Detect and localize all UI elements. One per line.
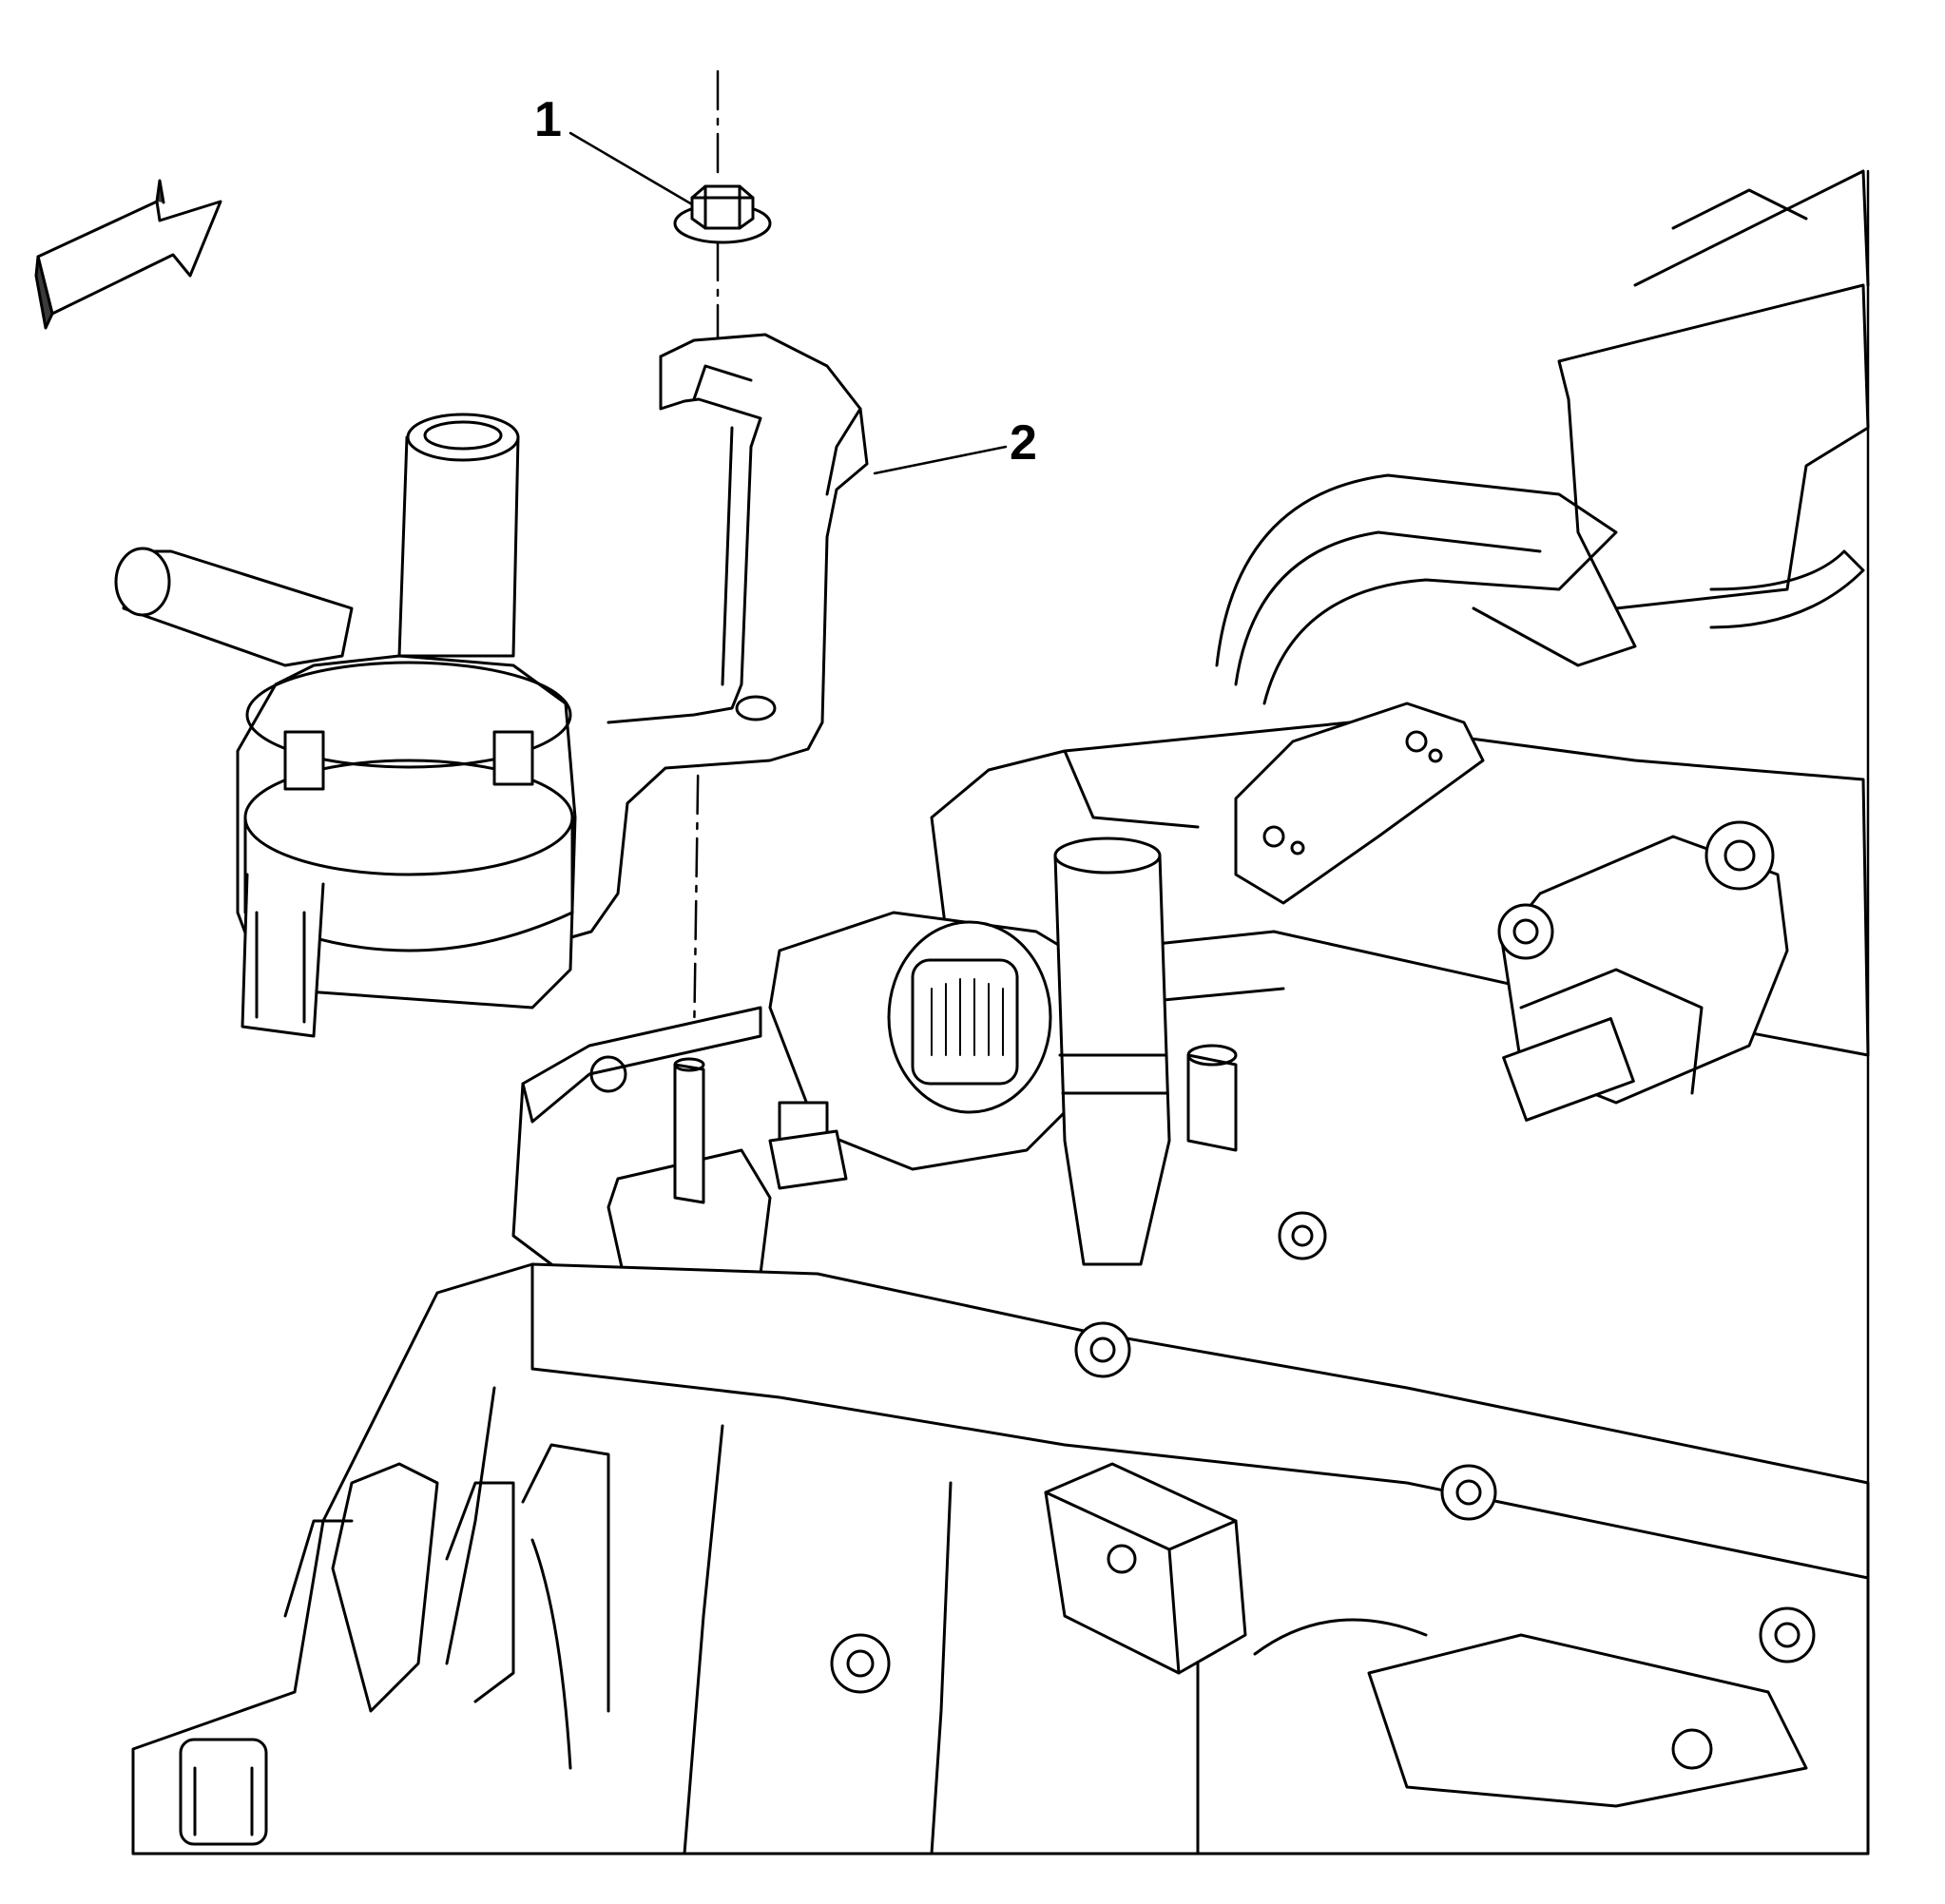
callout-number-2: 2 [1010, 415, 1037, 471]
nut-part [673, 184, 772, 244]
callout-leaders [568, 131, 1008, 475]
engine-assembly [131, 169, 1870, 1856]
forward-direction-arrow-icon [34, 179, 222, 330]
auxiliary-pump-part [114, 413, 577, 1038]
callout-number-1: 1 [534, 92, 562, 147]
